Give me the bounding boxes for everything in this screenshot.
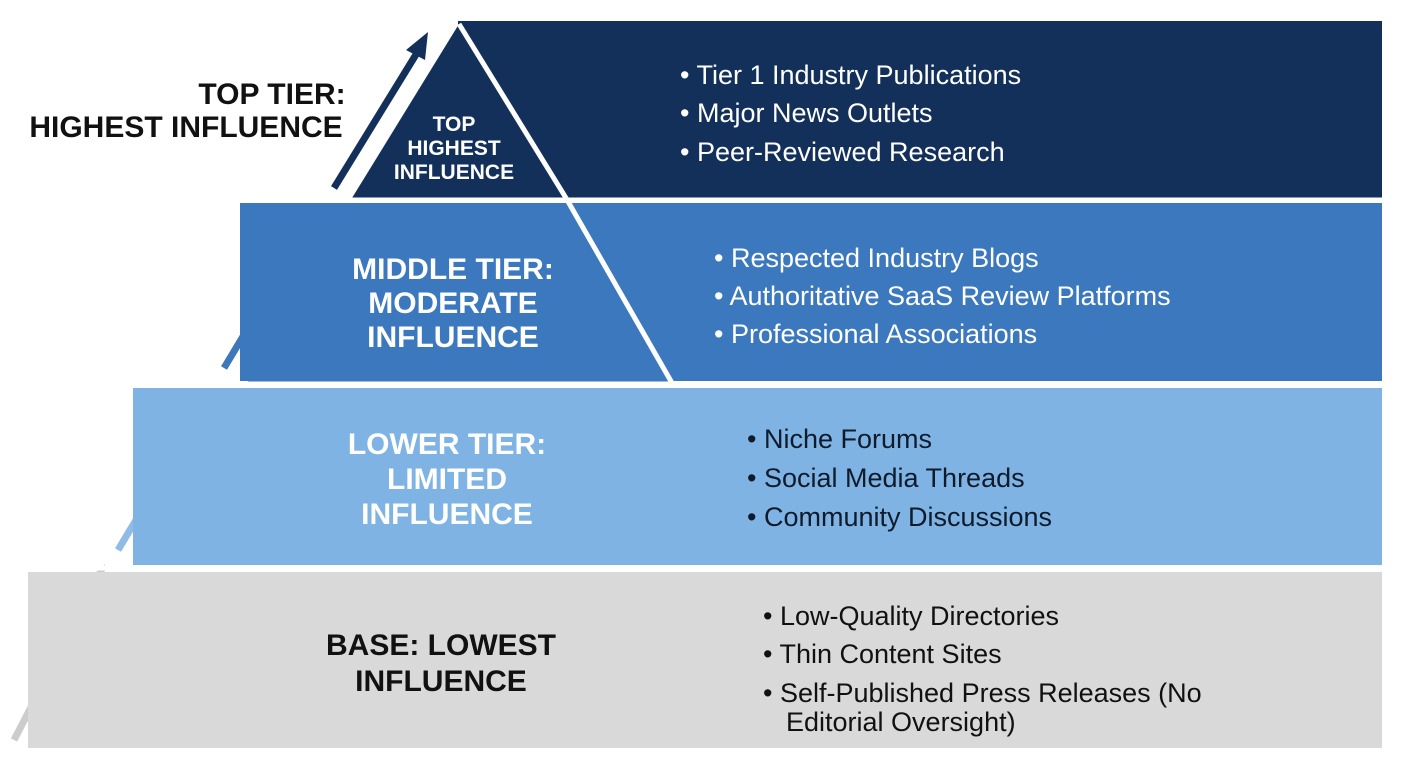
separators	[0, 22, 1408, 571]
tier-label-middle-line-2: MODERATE	[368, 287, 537, 320]
list-item: • Self-Published Press Releases (No	[763, 678, 1202, 708]
tier-label-lower: LOWER TIER: LIMITED INFLUENCE	[348, 428, 546, 531]
tier-label-middle: MIDDLE TIER: MODERATE INFLUENCE	[352, 253, 554, 354]
tier-label-lower-line-2: LIMITED	[387, 463, 507, 496]
list-item: • Professional Associations	[714, 319, 1037, 349]
tier-label-top: TOP HIGHEST INFLUENCE	[394, 113, 514, 184]
list-item-continuation: Editorial Oversight)	[786, 707, 1016, 737]
tier-label-middle-line-1: MIDDLE TIER:	[352, 253, 554, 286]
tier-items-base: • Low-Quality Directories • Thin Content…	[763, 601, 1202, 737]
tier-label-top-line-3: INFLUENCE	[394, 161, 514, 184]
tier-label-base-line-2: INFLUENCE	[355, 665, 527, 698]
tier-band-top	[458, 21, 1382, 198]
tier-items-lower: • Niche Forums • Social Media Threads • …	[747, 424, 1052, 532]
tier-items-middle: • Respected Industry Blogs • Authoritati…	[714, 243, 1171, 349]
list-item: • Niche Forums	[747, 424, 932, 454]
list-item: • Community Discussions	[747, 502, 1052, 532]
outer-label-line-1: TOP TIER:	[198, 78, 345, 111]
outer-label-line-2: HIGHEST INFLUENCE	[29, 111, 342, 144]
tier-label-top-line-1: TOP	[433, 113, 476, 136]
list-item: • Thin Content Sites	[763, 639, 1002, 669]
pyramid-tier-middle	[247, 203, 672, 383]
list-item: • Authoritative SaaS Review Platforms	[714, 281, 1171, 311]
list-item: • Respected Industry Blogs	[714, 243, 1039, 273]
arrow-shaft	[331, 46, 423, 190]
list-item: • Peer-Reviewed Research	[680, 137, 1005, 167]
tier-label-base-line-1: BASE: LOWEST	[326, 629, 556, 662]
tier-label-base: BASE: LOWEST INFLUENCE	[326, 629, 556, 698]
list-item: • Major News Outlets	[680, 98, 933, 128]
list-item: • Low-Quality Directories	[763, 601, 1059, 631]
list-item: • Tier 1 Industry Publications	[680, 60, 1021, 90]
arrow-head	[406, 32, 428, 60]
tier-label-lower-line-1: LOWER TIER:	[348, 428, 546, 461]
tier-label-top-line-2: HIGHEST	[407, 137, 501, 160]
list-item: • Social Media Threads	[747, 463, 1025, 493]
arrow-segment-top	[331, 32, 428, 190]
tier-items-top: • Tier 1 Industry Publications • Major N…	[680, 60, 1021, 167]
pyramid-tier-top	[352, 24, 566, 198]
tier-label-middle-line-3: INFLUENCE	[367, 321, 539, 354]
tier-label-lower-line-3: INFLUENCE	[361, 498, 533, 531]
outer-label: TOP TIER: HIGHEST INFLUENCE	[29, 78, 345, 144]
tier-band-lower	[133, 388, 1382, 565]
tier-band-base	[28, 572, 1382, 748]
